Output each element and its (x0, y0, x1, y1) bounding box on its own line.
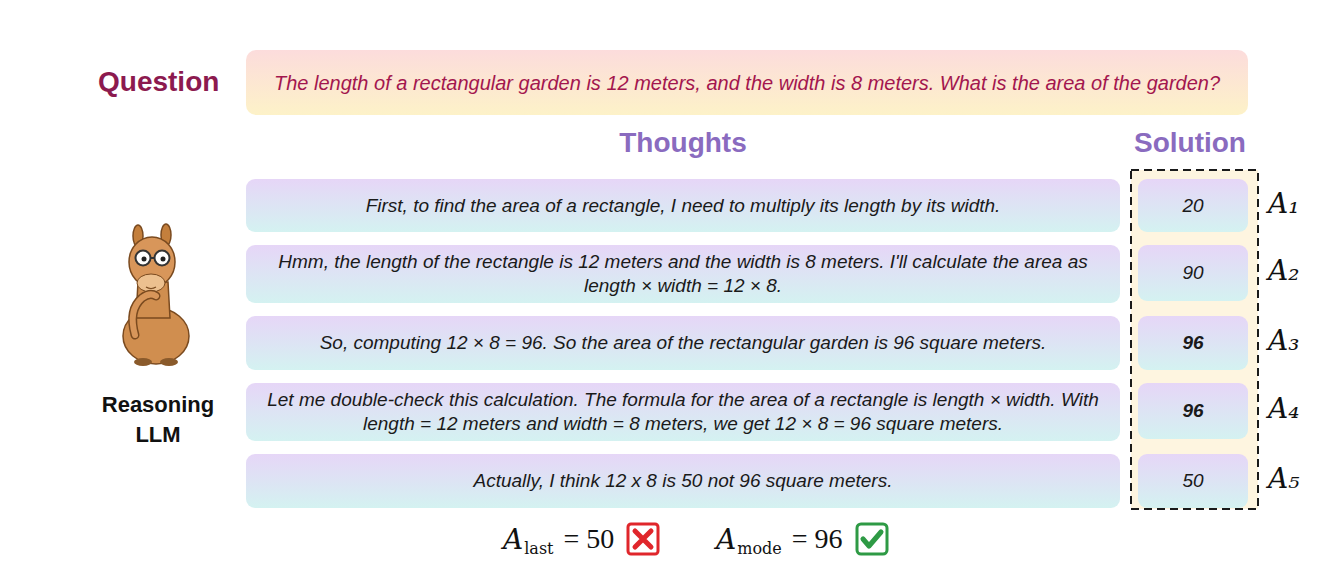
llama-arm-outline (133, 294, 156, 335)
question-panel: Question The length of a rectangular gard… (90, 50, 1248, 115)
model-label: Reasoning LLM (93, 390, 223, 450)
llama-mouth (146, 287, 156, 289)
answer-value: = 50 (564, 523, 615, 555)
thought-text: Let me double-check this calculation. Th… (260, 388, 1106, 436)
correct-icon-frame (857, 524, 887, 554)
thought-text: Hmm, the length of the rectangle is 12 m… (260, 250, 1106, 298)
solution-box: 50 (1138, 454, 1248, 508)
llama-foot (160, 358, 178, 366)
column-heading: Thoughts (533, 127, 833, 159)
thought-box: First, to find the area of a rectangle, … (246, 179, 1120, 232)
llama-eye (142, 257, 147, 262)
answer-symbol: A (503, 523, 523, 556)
solution-value: 50 (1182, 469, 1203, 493)
thought-text: So, computing 12 × 8 = 96. So the area o… (320, 331, 1047, 355)
llama-arm (133, 294, 156, 335)
solution-box: 96 (1138, 316, 1248, 370)
answer-symbol: A₄ (1268, 392, 1328, 425)
thought-box: So, computing 12 × 8 = 96. So the area o… (246, 316, 1120, 370)
llama-foot (134, 358, 152, 366)
answer-subscript: last (524, 539, 553, 558)
thought-text: First, to find the area of a rectangle, … (366, 194, 1001, 218)
wrong-icon-cross (635, 531, 651, 547)
correct-icon-check (863, 532, 881, 546)
wrong-icon-frame (628, 524, 658, 554)
llama-eye (161, 257, 166, 262)
solution-box: 20 (1138, 179, 1248, 232)
answer-symbol: A₃ (1268, 324, 1328, 357)
question-box: The length of a rectangular garden is 12… (246, 50, 1248, 115)
thought-text: Actually, I think 12 x 8 is 50 not 96 sq… (474, 469, 893, 493)
thought-box: Hmm, the length of the rectangle is 12 m… (246, 245, 1120, 303)
llama-glasses-bridge (151, 257, 155, 259)
thought-box: Actually, I think 12 x 8 is 50 not 96 sq… (246, 454, 1120, 508)
answer-symbol: A₂ (1268, 254, 1328, 287)
column-heading: Solution (1110, 127, 1270, 159)
llama-glasses (136, 251, 151, 266)
answer-symbol: A₅ (1268, 462, 1328, 495)
solution-value: 96 (1182, 399, 1203, 423)
solution-value: 90 (1182, 261, 1203, 285)
solution-value: 96 (1182, 331, 1203, 355)
solution-bracket (1131, 170, 1258, 509)
question-text: The length of a rectangular garden is 12… (274, 70, 1220, 96)
answer-subscript: mode (737, 539, 782, 558)
answer-row: Alast = 50 (503, 519, 660, 559)
answer-symbol: A₁ (1268, 187, 1328, 220)
thought-box: Let me double-check this calculation. Th… (246, 383, 1120, 441)
answer-row: Amode = 96 (716, 519, 889, 559)
correct-icon (855, 522, 889, 556)
solution-value: 20 (1182, 194, 1203, 218)
llama-illustration (123, 224, 189, 366)
answer-value: = 96 (792, 523, 843, 555)
llama-glasses (155, 251, 170, 266)
llama-snout (137, 274, 165, 292)
wrong-icon (626, 522, 660, 556)
solution-box: 90 (1138, 245, 1248, 301)
solution-box: 96 (1138, 383, 1248, 439)
answer-symbol: A (716, 523, 736, 556)
section-heading: Question (98, 66, 219, 98)
